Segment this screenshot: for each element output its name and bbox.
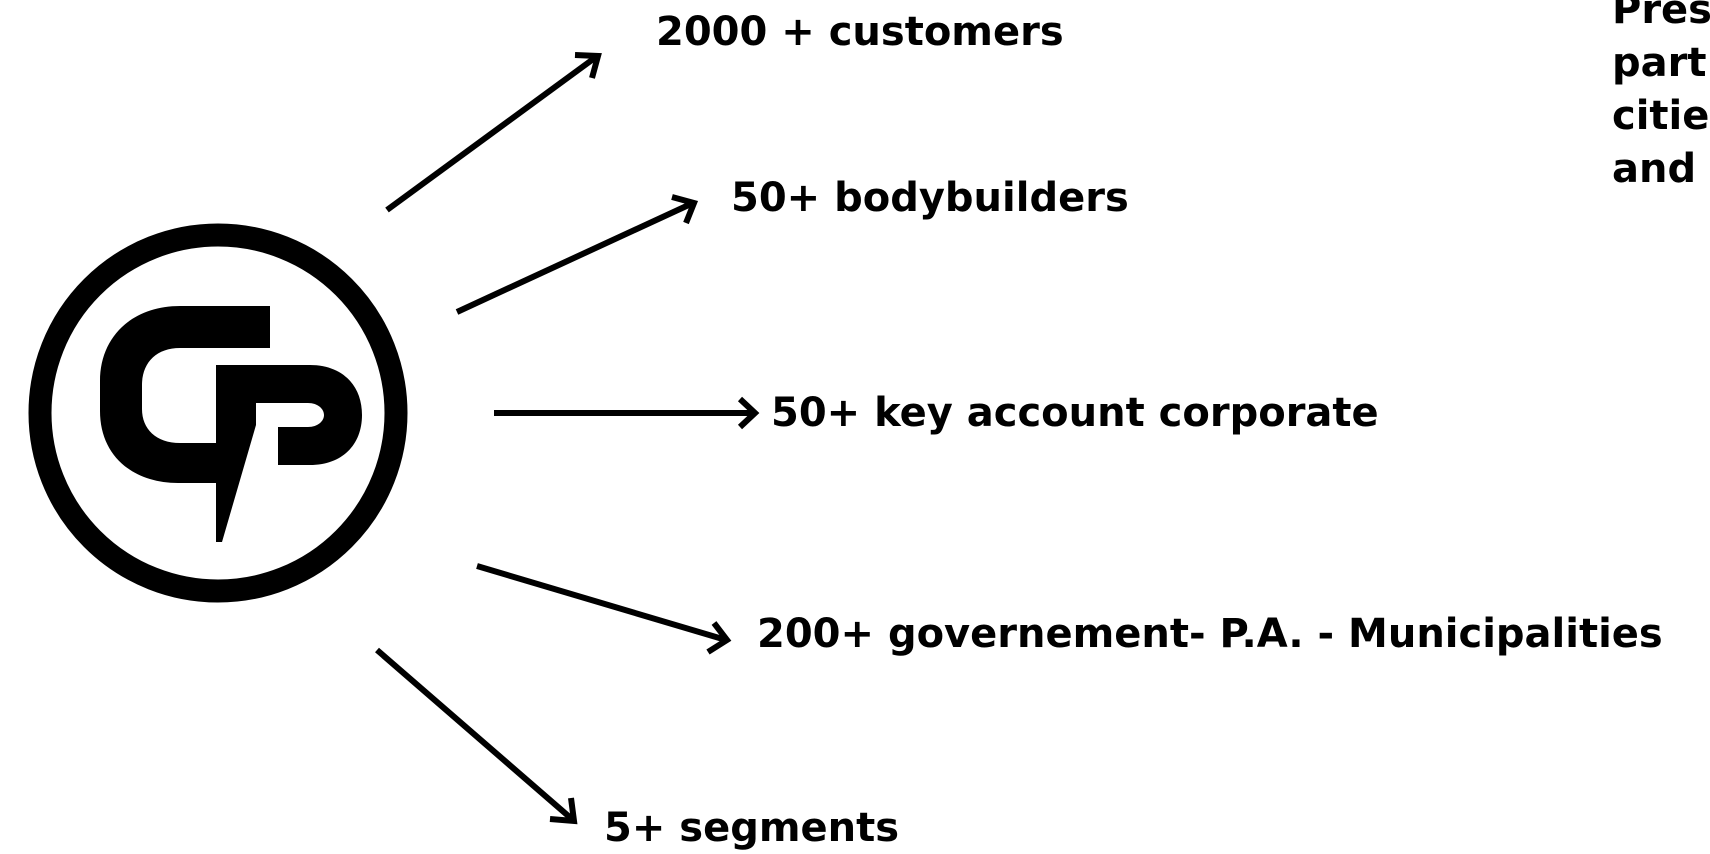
logo-ring bbox=[28, 223, 408, 603]
side-text-line: citie bbox=[1612, 93, 1710, 139]
arrow-icon bbox=[671, 194, 699, 225]
stat-government: 200+ governement- P.A. - Municipalities bbox=[757, 611, 1663, 657]
stat-corporate: 50+ key account corporate bbox=[771, 390, 1379, 436]
arrow-icon bbox=[574, 52, 602, 79]
logo-glyph-p bbox=[216, 365, 362, 542]
arrow-icon bbox=[549, 797, 578, 825]
side-text-line: and bbox=[1612, 146, 1697, 192]
logo-glyph-g bbox=[100, 306, 270, 483]
arrow-to-government bbox=[476, 563, 727, 643]
stat-bodybuilders: 50+ bodybuilders bbox=[731, 175, 1129, 221]
arrow-to-customers bbox=[385, 54, 598, 213]
arrow-icon bbox=[737, 396, 760, 430]
stat-segments: 5+ segments bbox=[604, 805, 900, 851]
arrow-to-segments bbox=[375, 647, 575, 823]
side-text: Pres part citie and bbox=[1612, 0, 1710, 196]
stat-customers: 2000 + customers bbox=[656, 9, 1064, 55]
logo bbox=[28, 223, 408, 603]
side-text-line: part bbox=[1612, 40, 1707, 86]
arrow-icon bbox=[706, 621, 732, 655]
side-text-line: Pres bbox=[1612, 0, 1710, 33]
arrow-to-bodybuilders bbox=[455, 200, 695, 315]
